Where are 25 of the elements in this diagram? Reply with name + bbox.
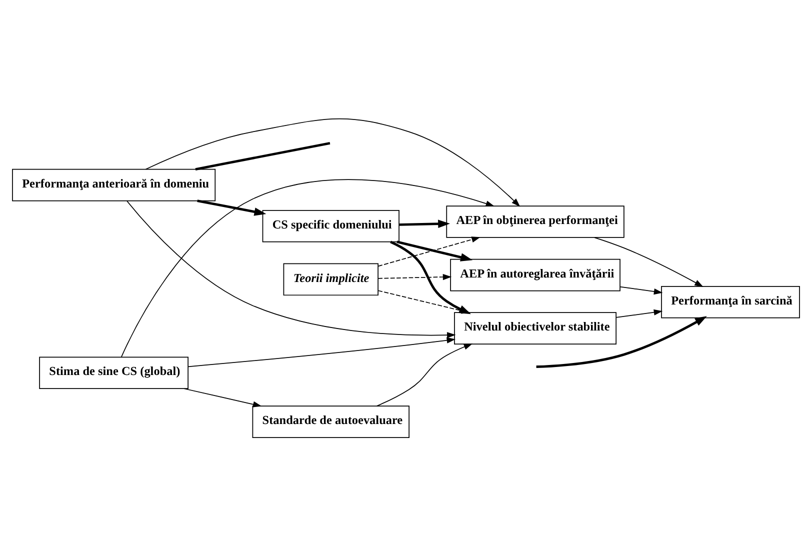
node-box: CS specific domeniului <box>262 209 400 242</box>
arrow <box>126 200 456 338</box>
node-box: Performanţa anterioară în domeniu <box>12 168 216 201</box>
node-box: Nivelul obiectivelor stabilite <box>454 312 617 344</box>
node-box: AEP în autoreglarea învăţării <box>450 258 620 291</box>
arrow <box>184 388 262 407</box>
arrow <box>620 286 663 294</box>
node-box: AEP în obţinerea performanţei <box>446 205 624 238</box>
node-box: Teorii implicite <box>283 262 378 296</box>
arrow <box>399 219 450 228</box>
node-box: Standarde de autoevaluare <box>252 405 410 438</box>
arrow <box>120 178 495 357</box>
node-box: Stima de sine CS (global) <box>39 356 188 389</box>
arrow <box>378 273 452 280</box>
arrow <box>536 316 707 368</box>
connector <box>195 141 330 170</box>
node-box: Performanţa în sarcină <box>661 285 800 318</box>
arrow <box>594 236 704 286</box>
arrow <box>376 343 473 406</box>
arrow <box>188 336 456 367</box>
arrow <box>396 240 473 261</box>
arrow <box>197 199 266 216</box>
arrow <box>145 118 520 206</box>
arrow <box>378 236 480 266</box>
arrow <box>616 308 663 318</box>
